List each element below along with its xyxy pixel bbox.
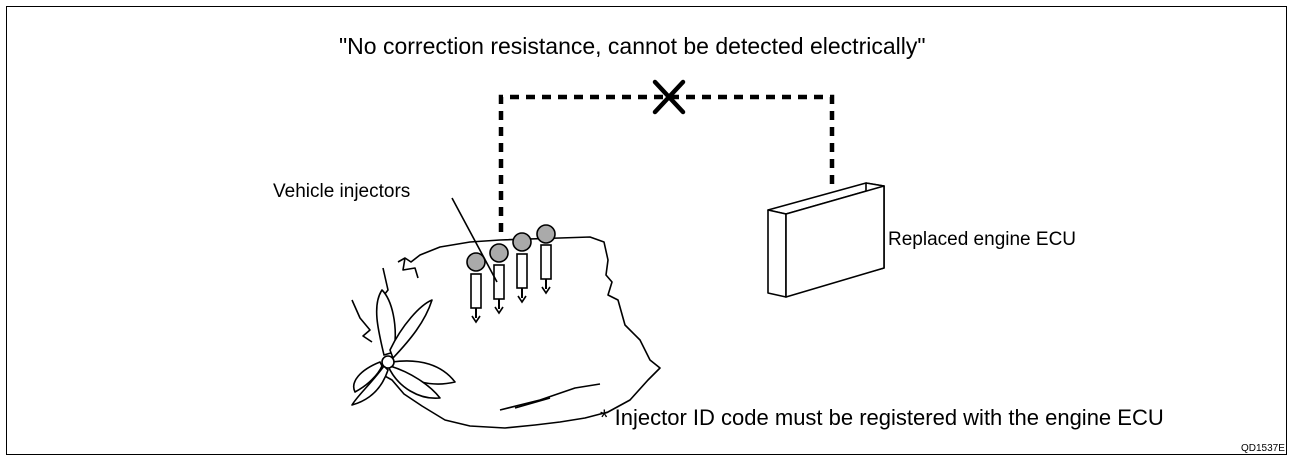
ecu-label: Replaced engine ECU bbox=[888, 229, 1077, 250]
injector-2 bbox=[489, 243, 509, 315]
injector-4 bbox=[536, 224, 556, 295]
injector-1 bbox=[466, 252, 486, 324]
engine-sketch bbox=[351, 236, 661, 429]
injectors-label: Vehicle injectors bbox=[273, 181, 411, 202]
engine-ecu-box bbox=[767, 182, 885, 298]
injector-3 bbox=[512, 232, 532, 304]
dashed-connection-line bbox=[498, 94, 835, 232]
disconnect-x-icon bbox=[652, 79, 686, 115]
registration-note: * Injector ID code must be registered wi… bbox=[600, 405, 1164, 430]
figure-code: QD1537E bbox=[1241, 443, 1285, 454]
figure-frame bbox=[6, 6, 1287, 455]
diagram-title: "No correction resistance, cannot be det… bbox=[339, 33, 926, 59]
cooling-fan-sketch bbox=[351, 289, 456, 406]
injector-leader-line bbox=[451, 197, 498, 283]
